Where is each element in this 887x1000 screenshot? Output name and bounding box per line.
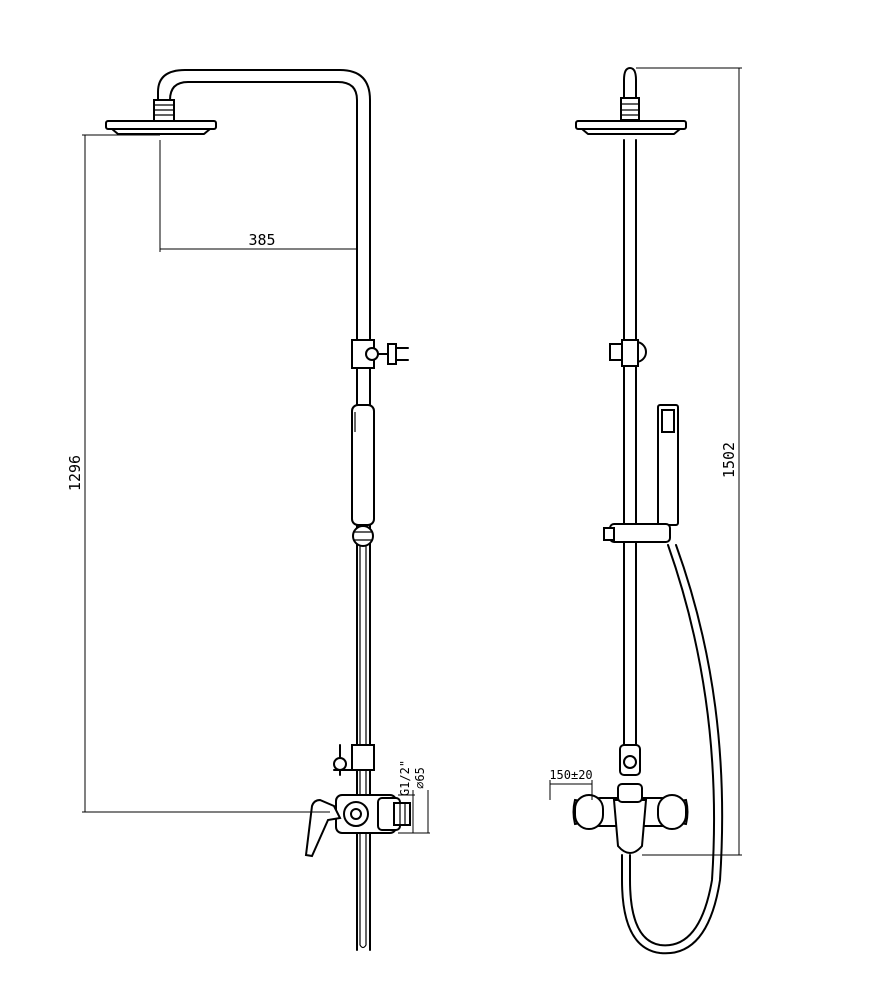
diverter-front bbox=[619, 744, 641, 776]
hose-side bbox=[359, 546, 367, 949]
slider-holder-front bbox=[603, 523, 671, 543]
dimension-label-flange: ∅65 bbox=[413, 767, 427, 789]
dimension-head-offset: 385 bbox=[159, 140, 357, 252]
wall-bracket-front bbox=[609, 339, 647, 367]
mixer-valve-front bbox=[572, 783, 689, 854]
side-view: 385 1296 G1/2" ∅65 bbox=[66, 69, 430, 951]
hose-front bbox=[629, 544, 716, 947]
overhead-arm bbox=[157, 69, 371, 951]
hand-shower-front bbox=[657, 404, 679, 526]
hand-shower-side bbox=[351, 404, 375, 526]
riser-pipe-front bbox=[623, 67, 637, 101]
dimension-label-thread: G1/2" bbox=[398, 760, 412, 796]
rain-shower-head-side bbox=[105, 120, 217, 135]
dimension-label-150: 150±20 bbox=[549, 768, 592, 782]
rain-shower-head-front bbox=[575, 120, 687, 135]
dimension-label-1502: 1502 bbox=[720, 442, 738, 478]
front-view: 150±20 1502 bbox=[549, 67, 742, 955]
dimension-spout-spacing: 150±20 bbox=[549, 768, 593, 800]
dimension-label-1296: 1296 bbox=[66, 455, 84, 491]
mixer-valve-side bbox=[304, 794, 411, 858]
head-swivel-connector-front bbox=[620, 97, 640, 121]
dimension-inlet: G1/2" ∅65 bbox=[398, 760, 430, 834]
dimension-label-385: 385 bbox=[248, 231, 275, 249]
slider-holder-side bbox=[352, 525, 374, 547]
head-swivel-connector bbox=[153, 99, 175, 123]
dimension-total-height: 1502 bbox=[636, 67, 742, 856]
wall-bracket-upper bbox=[351, 339, 409, 369]
dimension-head-height: 1296 bbox=[66, 134, 330, 813]
lower-connector-side bbox=[333, 744, 375, 776]
